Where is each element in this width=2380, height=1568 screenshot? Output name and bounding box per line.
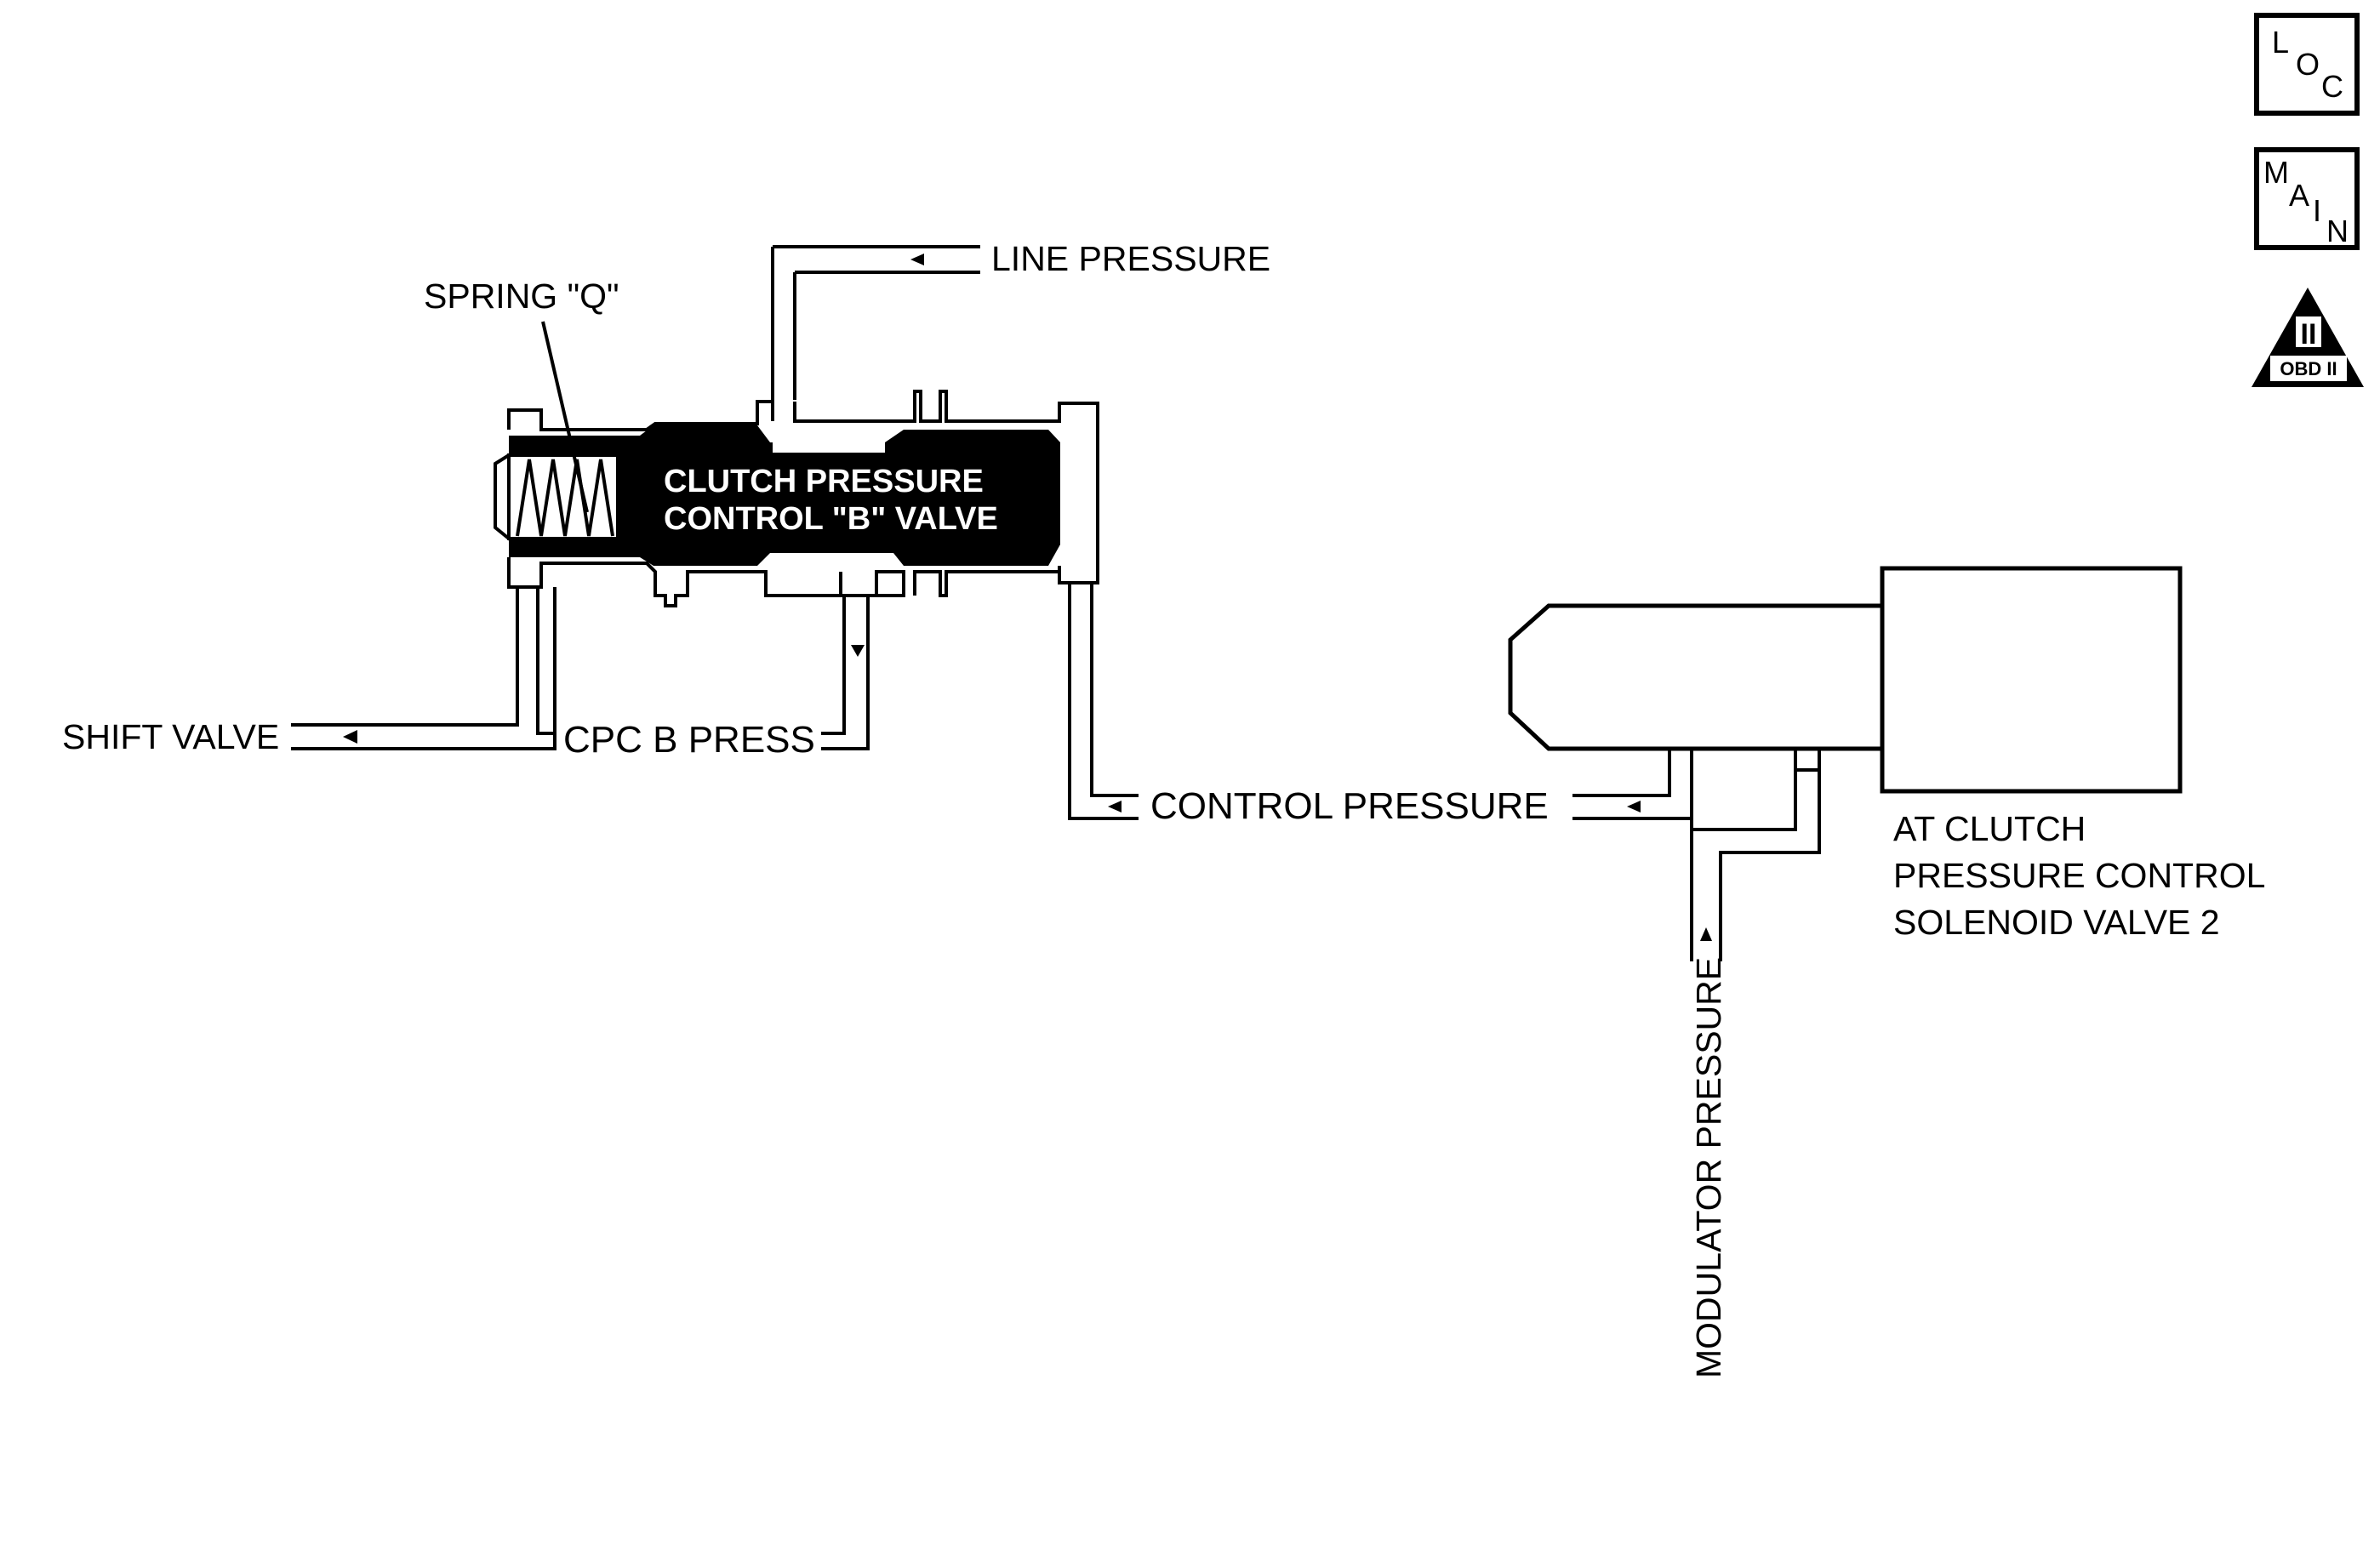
spring-q-label: SPRING "Q"	[424, 277, 619, 316]
main-letter-n: N	[2326, 214, 2349, 248]
modulator-pressure-label: MODULATOR PRESSURE	[1689, 957, 1728, 1378]
control-pressure-label: CONTROL PRESSURE	[1150, 785, 1549, 827]
loc-letter-o: O	[2296, 47, 2320, 82]
spring-q-icon	[516, 459, 614, 537]
main-letter-i: I	[2313, 193, 2321, 228]
cpc-b-press-passage	[291, 587, 870, 750]
solenoid-label-line3: SOLENOID VALVE 2	[1893, 903, 2220, 942]
loc-letter-c: C	[2321, 69, 2343, 104]
flow-arrow-icon	[343, 730, 357, 744]
spring-leader-line	[541, 321, 589, 513]
obd-label: OBD II	[2280, 358, 2337, 379]
shift-valve-label: SHIFT VALVE	[62, 717, 279, 756]
flow-arrow-icon	[851, 645, 865, 657]
flow-arrow-icon	[910, 254, 924, 265]
at-clutch-pressure-control-solenoid-valve-2	[1508, 566, 2183, 794]
valve-label-line2: CONTROL "B" VALVE	[664, 501, 998, 537]
cpc-b-press-label: CPC B PRESS	[563, 719, 815, 761]
main-letter-a: A	[2289, 178, 2309, 213]
obd-numeral: II	[2301, 318, 2317, 351]
modulator-pressure-passage	[1690, 749, 1821, 961]
main-letter-m: M	[2263, 155, 2289, 190]
loc-button[interactable]: L O C	[2254, 13, 2360, 116]
clutch-pressure-control-b-valve: CLUTCH PRESSURE CONTROL "B" VALVE	[494, 390, 1099, 607]
obd-ii-badge[interactable]: II OBD II	[2252, 288, 2364, 387]
flow-arrow-icon	[1108, 801, 1122, 813]
solenoid-label-line2: PRESSURE CONTROL	[1893, 856, 2265, 895]
loc-letter-l: L	[2272, 25, 2289, 60]
flow-arrow-icon	[1700, 927, 1712, 941]
flow-arrow-icon	[1627, 801, 1641, 813]
line-pressure-passage	[771, 245, 980, 400]
solenoid-label-line1: AT CLUTCH	[1893, 809, 2086, 848]
main-button[interactable]: M A I N	[2254, 147, 2360, 250]
line-pressure-label: LINE PRESSURE	[991, 239, 1270, 278]
valve-label-line1: CLUTCH PRESSURE	[664, 464, 984, 499]
